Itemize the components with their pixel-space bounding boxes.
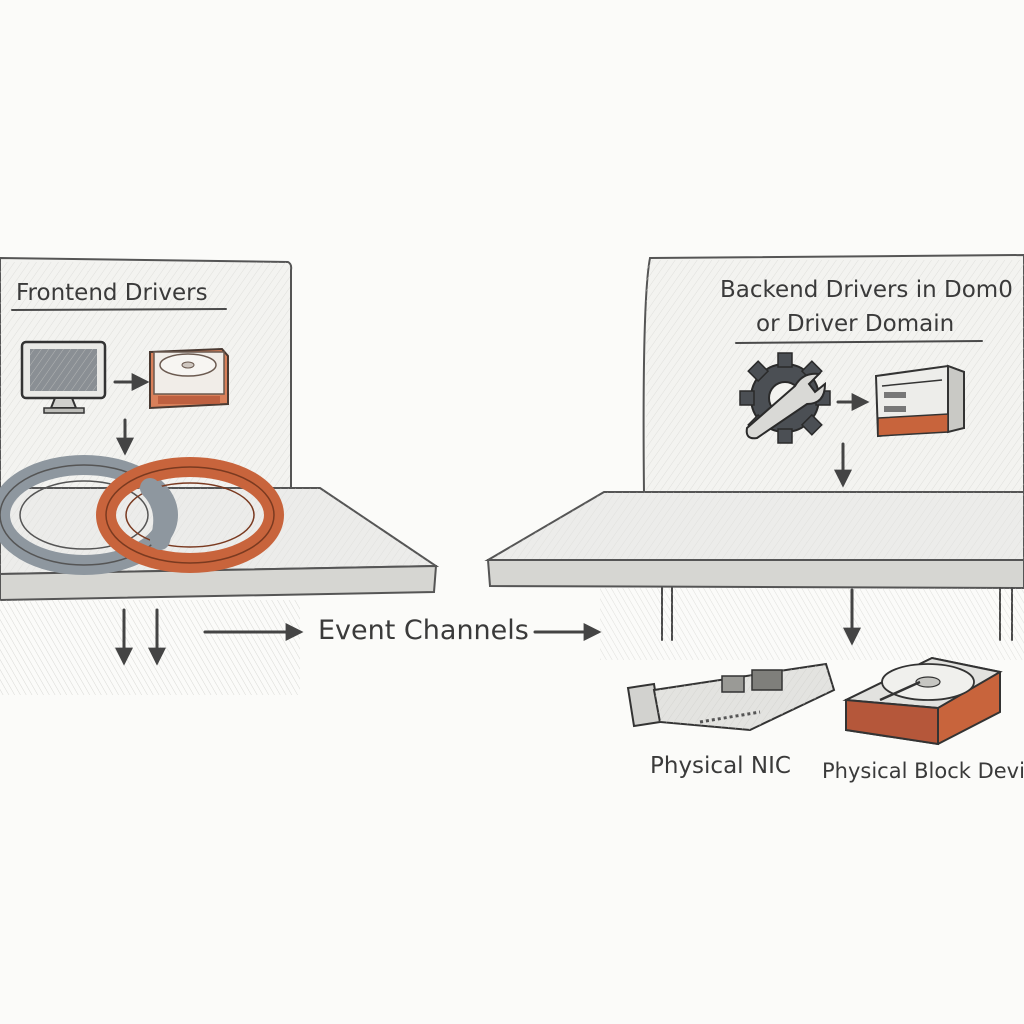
frontend-title: Frontend Drivers	[16, 280, 208, 306]
backend-title-line1: Backend Drivers in Dom0	[720, 277, 1013, 303]
frontend-title-underline	[12, 309, 226, 310]
block-device-label: Physical Block Device	[822, 759, 1024, 783]
server-icon	[876, 366, 964, 436]
block-device-icon	[846, 658, 1000, 744]
event-channels-label: Event Channels	[318, 615, 529, 646]
disk-icon	[150, 349, 228, 408]
backend-title-line2: or Driver Domain	[756, 311, 954, 337]
nic-label: Physical NIC	[650, 753, 791, 779]
gear-wrench-icon	[740, 353, 830, 443]
nic-card-icon	[628, 664, 834, 730]
